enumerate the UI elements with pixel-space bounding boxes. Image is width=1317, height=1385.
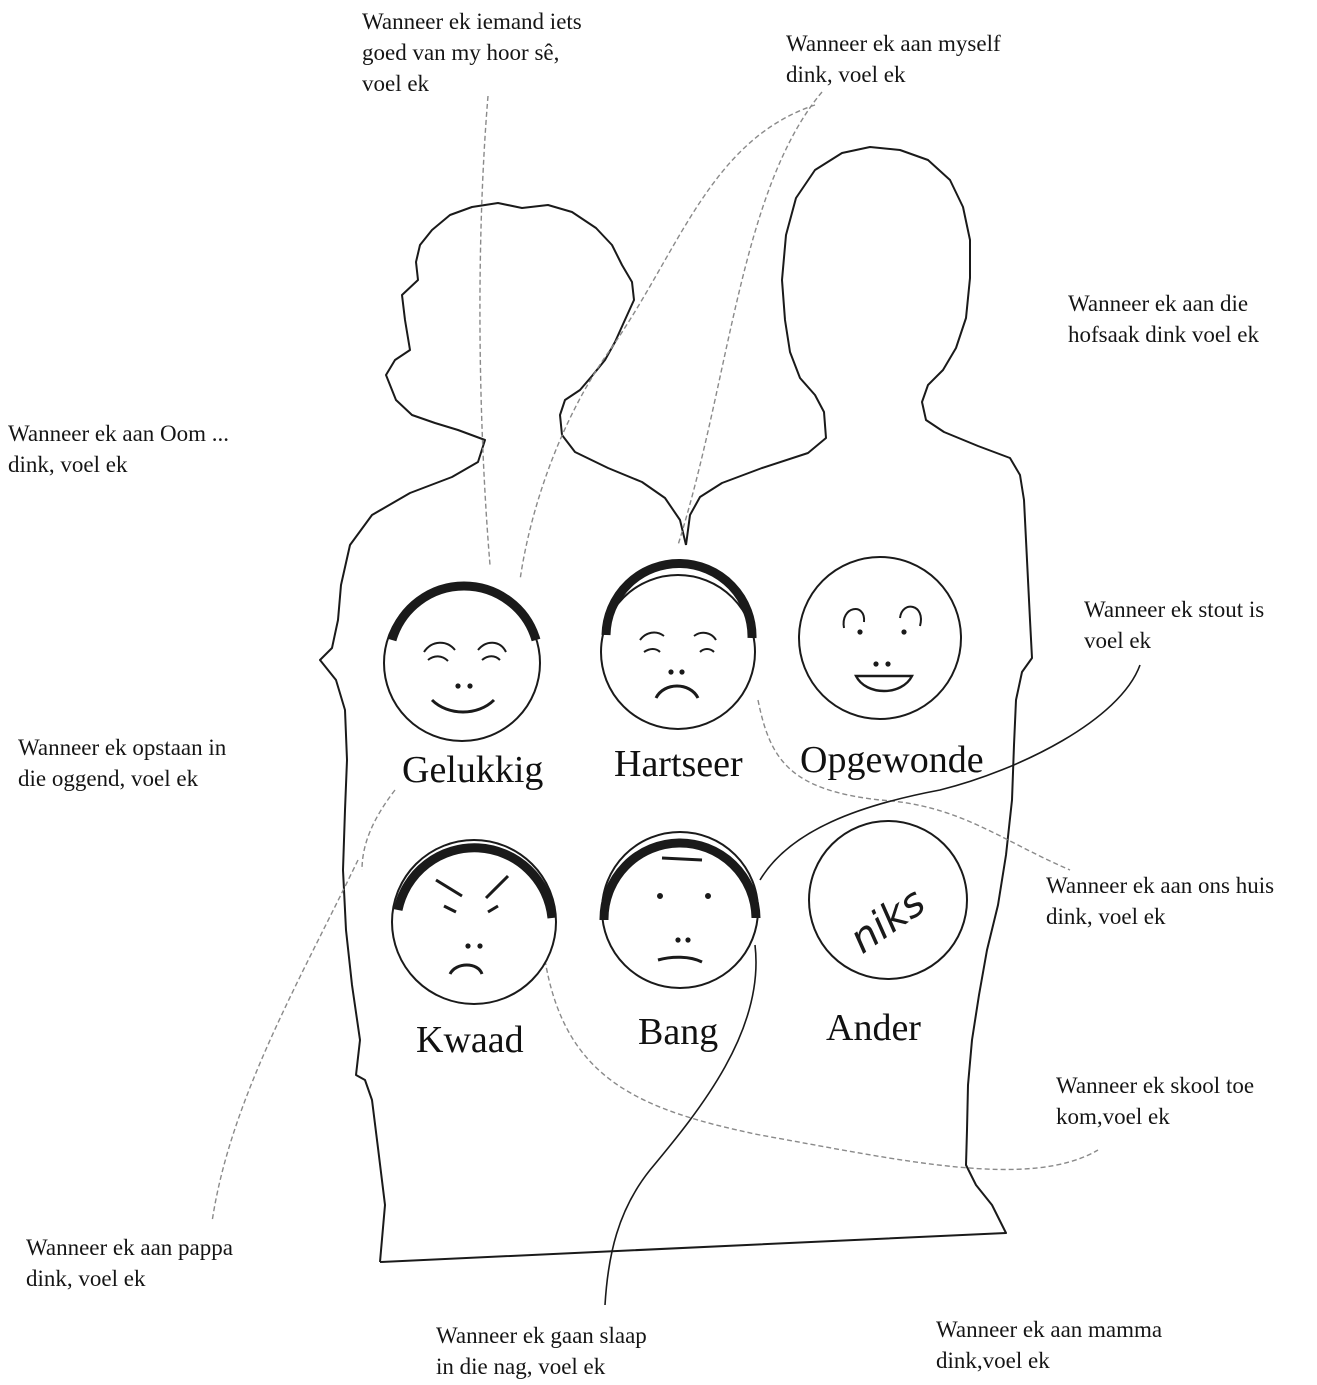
prompt-opstaan: Wanneer ek opstaan in die oggend, voel e… (18, 732, 226, 794)
connector-myself (678, 92, 822, 545)
label-hartseer: Hartseer (614, 742, 743, 786)
label-ander: Ander (826, 1006, 921, 1050)
prompt-iemand: Wanneer ek iemand iets goed van my hoor … (362, 6, 582, 99)
prompt-skool: Wanneer ek skool toe kom,voel ek (1056, 1070, 1254, 1132)
prompt-hofsaak: Wanneer ek aan die hofsaak dink voel ek (1068, 288, 1259, 350)
connector-iemand (480, 96, 490, 565)
prompt-mamma: Wanneer ek aan mamma dink,voel ek (936, 1314, 1162, 1376)
face-gelukkig (384, 585, 540, 741)
face-hartseer (601, 563, 755, 729)
label-gelukkig: Gelukkig (402, 748, 543, 792)
connector-opstaan (362, 790, 395, 870)
connector-skool (545, 960, 1098, 1169)
face-kwaad (392, 840, 556, 1004)
connector-myself-2 (520, 105, 815, 580)
face-bang (602, 832, 758, 988)
label-kwaad: Kwaad (416, 1018, 524, 1062)
woman-silhouette (320, 203, 686, 1262)
prompt-huis: Wanneer ek aan ons huis dink, voel ek (1046, 870, 1274, 932)
prompt-myself: Wanneer ek aan myself dink, voel ek (786, 28, 1001, 90)
connector-pappa (212, 860, 358, 1222)
prompt-slaap: Wanneer ek gaan slaap in die nag, voel e… (436, 1320, 647, 1382)
label-bang: Bang (638, 1010, 718, 1054)
prompt-pappa: Wanneer ek aan pappa dink, voel ek (26, 1232, 233, 1294)
prompt-stout: Wanneer ek stout is voel ek (1084, 594, 1264, 656)
prompt-oom: Wanneer ek aan Oom ... dink, voel ek (8, 418, 229, 480)
label-opgewonde: Opgewonde (800, 738, 984, 782)
face-opgewonde (799, 557, 961, 719)
